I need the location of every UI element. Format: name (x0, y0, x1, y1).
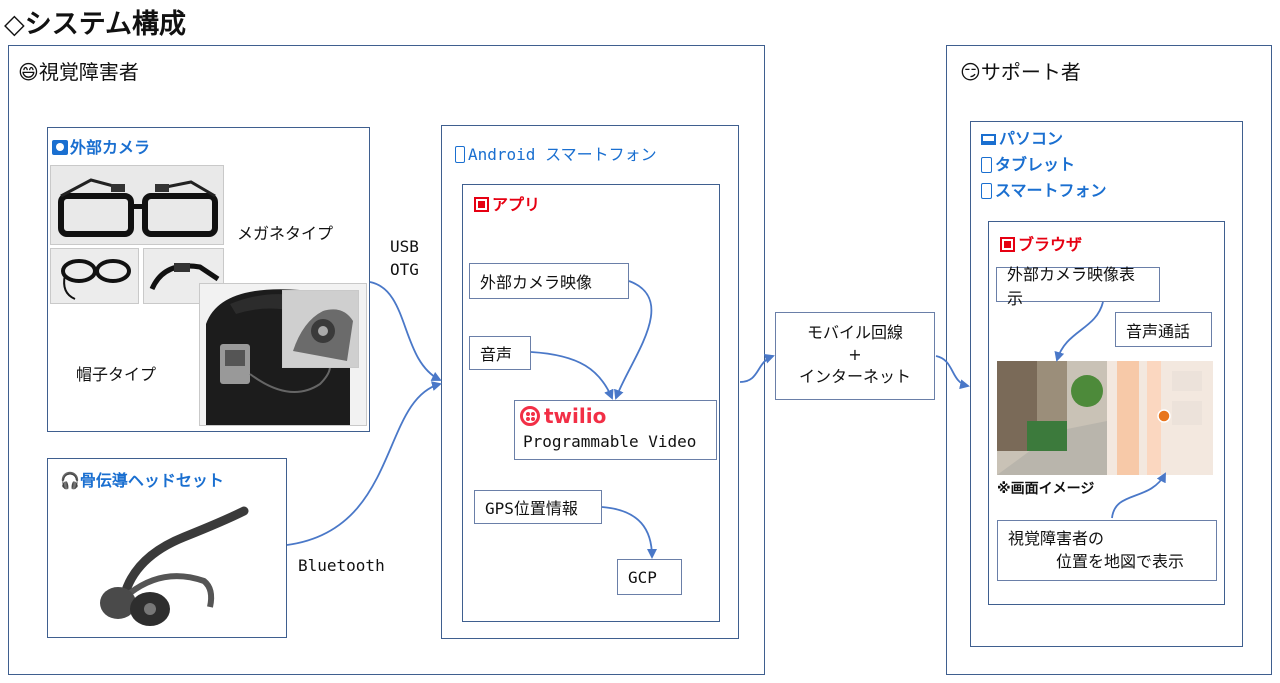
glasses-type-label: メガネタイプ (237, 224, 334, 243)
browser-heading: ブラウザ (1000, 231, 1082, 255)
twilio-logo-icon (520, 406, 540, 426)
glasses-photo (50, 165, 224, 245)
camera-display-box: 外部カメラ映像表示 (996, 265, 1160, 308)
page-title: ◇システム構成 (4, 9, 186, 40)
camera-video-box: 外部カメラ映像 (469, 263, 629, 299)
glasses-photo-small-1 (50, 248, 139, 304)
browser-icon (1000, 237, 1015, 252)
twilio-logo-text: twilio (544, 404, 607, 428)
device-tablet: タブレット (981, 152, 1107, 178)
screen-image-caption: ※画面イメージ (997, 481, 1095, 497)
camera-closeup-drawing (283, 291, 358, 367)
map-display-label-2: 位置を地図で表示 (1056, 552, 1185, 571)
headset-heading: 🎧骨伝導ヘッドセット (60, 471, 224, 490)
camera-closeup-photo (282, 290, 359, 368)
twilio-box (514, 400, 717, 460)
headphones-icon: 🎧 (60, 471, 80, 490)
laptop-icon (981, 134, 996, 145)
bluetooth-label: Bluetooth (298, 556, 385, 575)
audio-box: 音声 (469, 336, 531, 370)
cap-type-label: 帽子タイプ (76, 365, 157, 384)
gcp-box: GCP (617, 559, 682, 595)
twilio-logo: twilio (520, 404, 606, 428)
network-box (775, 312, 935, 400)
internet-label: インターネット (798, 367, 911, 386)
glasses-drawing-small-1 (61, 259, 131, 300)
screen-image-drawing (997, 361, 1213, 475)
network-label: モバイル回線 + インターネット (775, 322, 935, 388)
glasses-drawing (58, 178, 218, 237)
map-display-label-1: 視覚障害者の (1008, 529, 1105, 548)
headset-drawing (100, 506, 249, 626)
external-camera-heading: 外部カメラ (52, 134, 150, 158)
smartphone-icon (981, 183, 992, 199)
screen-image (997, 361, 1213, 475)
headset-photo (94, 497, 274, 633)
app-icon (474, 197, 489, 212)
plus-label: + (848, 345, 862, 364)
device-pc: パソコン (981, 126, 1107, 152)
android-phone-heading: Android スマートフォン (455, 141, 657, 165)
programmable-video-label: Programmable Video (523, 432, 697, 451)
glasses-drawing-small-2 (149, 263, 220, 291)
map-display-box (997, 520, 1217, 581)
diamond-icon: ◇ (4, 9, 25, 40)
otg-label: OTG (390, 260, 419, 279)
device-list: パソコン タブレット スマートフォン (981, 126, 1107, 204)
voice-call-box: 音声通話 (1115, 312, 1212, 347)
visually-impaired-heading: 😄視覚障害者 (18, 60, 139, 84)
phone-icon (455, 146, 465, 163)
smiling-face-icon: 😄 (18, 60, 39, 84)
app-heading: アプリ (474, 191, 540, 215)
usb-label: USB (390, 237, 419, 256)
device-smartphone: スマートフォン (981, 178, 1107, 204)
supporter-heading: 😏サポート者 (960, 60, 1081, 84)
mobile-line-label: モバイル回線 (806, 323, 903, 342)
tablet-icon (981, 157, 992, 173)
gps-box: GPS位置情報 (474, 490, 602, 524)
smirking-face-icon: 😏 (960, 60, 981, 84)
camera-icon (52, 140, 68, 155)
